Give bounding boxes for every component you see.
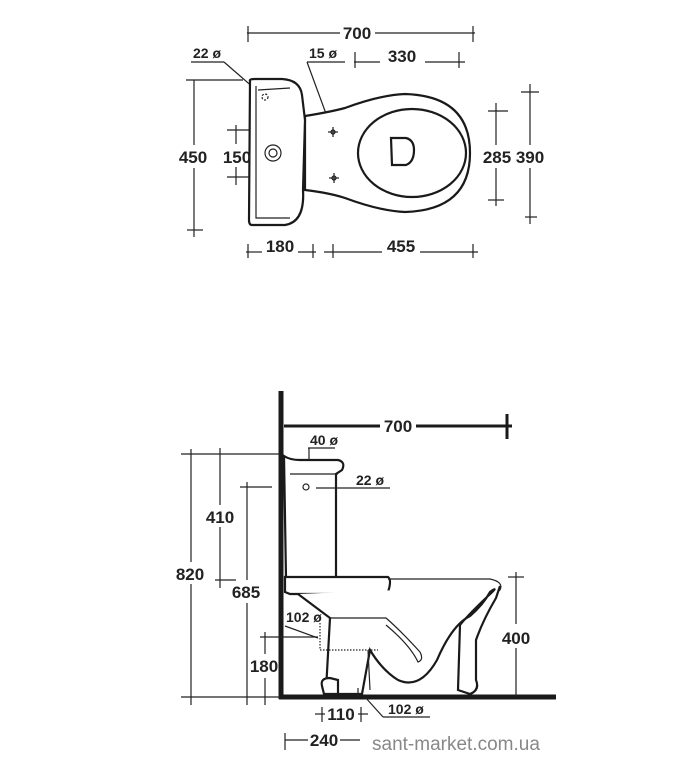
dimension-bowl-length: 455 bbox=[324, 237, 478, 258]
dim-label: 150 bbox=[223, 148, 251, 167]
dim-label: 180 bbox=[266, 237, 294, 256]
dim-label: 410 bbox=[206, 508, 234, 527]
dim-label: 180 bbox=[250, 657, 278, 676]
dim-label: 102 ø bbox=[388, 701, 424, 717]
tank-side-outline bbox=[282, 453, 345, 580]
dimension-inlet-height: 685 bbox=[232, 482, 272, 705]
dim-label: 820 bbox=[176, 565, 204, 584]
dim-label: 285 bbox=[483, 148, 511, 167]
dimension-tank-height: 410 bbox=[206, 448, 236, 588]
inlet-circle bbox=[264, 144, 282, 162]
callout-outlet-floor: 102 ø bbox=[364, 696, 430, 718]
dim-label: 455 bbox=[387, 237, 415, 256]
dimension-total-height: 820 bbox=[176, 449, 280, 705]
foot-outline bbox=[320, 676, 340, 696]
dim-label: 40 ø bbox=[310, 432, 338, 448]
top-view: 700 22 ø 15 ø 330 450 bbox=[179, 24, 544, 258]
callout-tank-hole: 22 ø bbox=[191, 45, 263, 96]
callout-button-hole: 40 ø bbox=[308, 432, 338, 460]
dim-label: 102 ø bbox=[286, 609, 322, 625]
dimension-tank-width: 450 bbox=[179, 79, 243, 237]
dim-label: 400 bbox=[502, 629, 530, 648]
dim-label: 15 ø bbox=[309, 45, 337, 61]
dimension-seat-height: 400 bbox=[502, 572, 530, 697]
dimension-tank-depth: 180 bbox=[246, 237, 316, 258]
watermark: sant-market.com.ua bbox=[372, 734, 540, 755]
dimension-holes-to-front: 330 bbox=[354, 47, 465, 68]
dim-label: 685 bbox=[232, 583, 260, 602]
fixing-hole-icons bbox=[328, 127, 339, 183]
dimension-outlet-to-wall: 240 bbox=[284, 731, 360, 750]
dimension-projection: 700 bbox=[284, 414, 512, 439]
bowl-side-outline bbox=[297, 585, 502, 696]
dim-label: 110 bbox=[327, 705, 354, 724]
dim-label: 450 bbox=[179, 148, 207, 167]
dimension-bowl-width: 390 bbox=[516, 84, 544, 224]
dim-label: 390 bbox=[516, 148, 544, 167]
dimension-fixing-spacing: 285 bbox=[483, 103, 511, 206]
bowl-opening bbox=[389, 136, 416, 167]
dimension-outlet-height: 180 bbox=[250, 632, 318, 705]
callout-outlet-horizontal: 102 ø bbox=[284, 609, 322, 639]
dim-label: 700 bbox=[384, 417, 412, 436]
dim-label: 700 bbox=[343, 24, 371, 43]
dimension-floor-outlet-offset: 110 bbox=[315, 705, 368, 724]
dimension-inlet-spacing: 150 bbox=[223, 125, 251, 185]
dim-label: 22 ø bbox=[193, 45, 221, 61]
dim-label: 22 ø bbox=[356, 472, 384, 488]
dim-label: 330 bbox=[388, 47, 416, 66]
side-view: 700 40 ø 22 ø 820 410 bbox=[176, 391, 556, 750]
callout-inlet-hole: 22 ø bbox=[316, 472, 390, 489]
dimension-overall-length: 700 bbox=[247, 24, 475, 43]
dim-label: 240 bbox=[310, 731, 338, 750]
